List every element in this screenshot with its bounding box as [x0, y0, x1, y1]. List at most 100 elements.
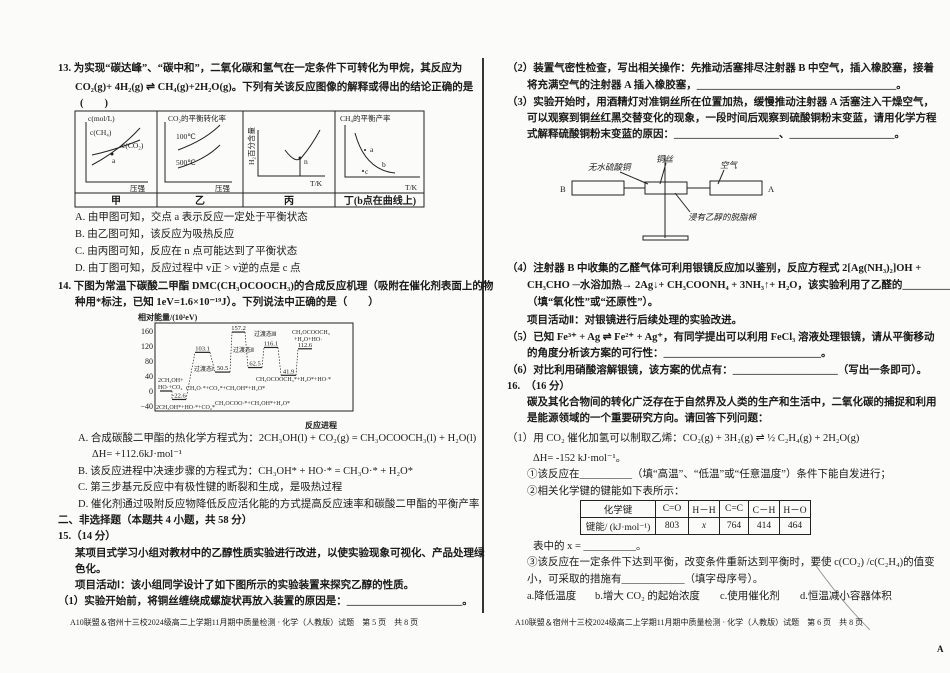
annotation: 过渡态Ⅱ: [233, 346, 254, 354]
label-copper-wire: 铜丝: [656, 154, 675, 164]
footer-page6: A10联盟＆宿州十三校2024级高二上学期11月期中质量检测 · 化学（人教版）…: [515, 618, 864, 627]
q13-option-a[interactable]: A. 由甲图可知，交点 a 表示反应一定处于平衡状态: [75, 212, 308, 223]
ding-curve: [354, 132, 396, 174]
jia-curve-label: c(CO₂): [122, 141, 144, 150]
q13-option-c[interactable]: C. 由丙图可知，反应在 n 点可能达到了平衡状态: [75, 246, 298, 257]
q16-option-b[interactable]: b.增大 CO₂ 的起始浓度: [595, 591, 700, 602]
yi-axes: [164, 122, 232, 183]
y-tick-label: 120: [141, 342, 153, 351]
yi-curve-label: 100℃: [176, 132, 196, 141]
q16-sub3: ③该反应在一定条件下达到平衡，改变条件重新达到平衡时，要使 c(CO₂) /c(…: [527, 557, 935, 568]
annotation: CH₃OCOO·*+CH₃OH*+H₂O*: [215, 401, 290, 407]
energy-level-label: 112.6: [298, 342, 313, 349]
energy-connector: [229, 332, 233, 373]
q15-part5: （5）已知 Fe³⁺ + Ag ⇌ Fe²⁺ + Ag⁺，有同学提出可以利用 F…: [507, 332, 935, 343]
q13-stem: CO₂(g)+ 4H₂(g) ⇌ CH₄(g)+2H₂O(g)。下列有关该反应图…: [75, 82, 474, 93]
energy-level-label: 50.5: [217, 365, 228, 372]
q15-part2: 将充满空气的注射器 A 插入橡胶塞，______________________…: [527, 80, 907, 91]
energy-level-label: 116.1: [264, 340, 278, 347]
ding-point-label: a: [370, 145, 374, 154]
energy-connector: [295, 348, 299, 376]
q16-option-c[interactable]: c.使用催化剂: [720, 591, 780, 602]
jia-curve-label: c(CH₄): [90, 128, 112, 137]
q14-stem: 14. 下图为常温下碳酸二甲酯 DMC(CH₃OCOOCH₃)的合成反应机理（吸…: [58, 281, 494, 292]
y-tick-label: 0: [149, 387, 153, 396]
jia-point-label: a: [112, 156, 116, 165]
footer-page5: A10联盟＆宿州十三校2024级高二上学期11月期中质量检测 · 化学（人教版）…: [70, 618, 419, 627]
energy-level-label: -22.6: [172, 392, 186, 399]
q15-activity1: 项目活动Ⅰ：该小组同学设计了如下图所示的实验装置来探究乙醇的性质。: [75, 580, 415, 591]
annotation: +H₂O+HO·: [294, 337, 322, 343]
q13-stem: 13. 为实现“碳达峰”、“碳中和”，二氧化碳和氢气在一定条件下可转化为甲烷，其…: [58, 63, 463, 74]
jia-ylabel: c(mol/L): [88, 114, 115, 123]
q16-option-d[interactable]: d.恒温减小容器体积: [800, 591, 892, 602]
label-a: A: [768, 184, 775, 194]
q15-part3: （3）实验开始时，用酒精灯对准铜丝所在位置加热，缓慢推动注射器 A 活塞注入干燥…: [507, 97, 935, 108]
q15-part2: （2）装置气密性检查，写出相关操作：先推动活塞排尽注射器 B 中空气，插入橡胶塞…: [507, 63, 935, 74]
ding-axes: [344, 125, 420, 178]
corner-mark: A: [937, 644, 944, 654]
q16-text: 是能源领域的一个重要研究方向。请回答下列问题：: [527, 413, 769, 424]
q16-part1: （1）用 CO₂ 催化加氢可以制取乙烯：CO₂(g) + 3H₂(g) ⇌ ½ …: [507, 433, 860, 444]
energy-connector: [277, 347, 282, 376]
energy-level-label: 41.9: [283, 368, 294, 375]
q14-stem: 种用*标注，已知 1eV=1.6×10⁻¹⁹J）。下列说法中正确的是（ ）: [75, 297, 379, 308]
ding-point-label: c: [365, 167, 369, 176]
syringe-b: [571, 180, 625, 196]
section-heading: 二、非选择题（本题共 4 小题，共 58 分）: [58, 515, 253, 526]
glass-tube: [644, 181, 688, 195]
yi-curve-500: [177, 144, 221, 169]
q13-option-b[interactable]: B. 由乙图可知，该反应为吸热反应: [75, 229, 235, 240]
energy-connector: [185, 352, 196, 400]
q15-part4: CH₃CHO ─水浴加热→ 2Ag↓+ CH₃COONH₄ + 3NH₃↑+ H…: [527, 280, 950, 291]
q14-option-d[interactable]: D. 催化剂通过吸附反应物降低反应活化能的方式提高反应速率和碳酸二甲酯的平衡产率: [78, 499, 480, 510]
annotation: 2CH₃OH+: [158, 378, 184, 384]
caption-ding: 丁(b点在曲线上): [344, 194, 416, 207]
q14-option-b[interactable]: B. 该反应进程中决速步骤的方程式为：CH₃OH* + HO·* = CH₃O·…: [78, 466, 413, 477]
energy-connector: [261, 347, 265, 368]
column-divider: [482, 58, 484, 613]
annotation: HO·+CO₂: [158, 385, 182, 391]
annotation: 2CH₃OH*+HO·*+CO₂*: [156, 405, 215, 411]
caption-yi: 乙: [195, 195, 205, 207]
q15-part3: 可以观察到铜丝红黑交替变化的现象，一段时间后观察到硫酸铜粉末变蓝，请用化学方程: [527, 113, 937, 124]
bond-energy-table: 化学键 C=O H－H C=C C－H H－O 键能/ (kJ·mol⁻¹) 8…: [580, 500, 811, 535]
table-header-row: 化学键 C=O H－H C=C C－H H－O: [580, 500, 811, 518]
stand-base: [642, 235, 689, 241]
q13-answer-blank: ( ): [80, 98, 108, 109]
q15-part4: （4）注射器 B 中收集的乙醛气体可利用银镜反应加以鉴别，反应方程式 2[Ag(…: [507, 263, 922, 274]
energy-level-label: 157.2: [231, 325, 246, 332]
q14-option-c[interactable]: C. 第三步基元反应中有极性键的断裂和生成，是吸热过程: [78, 482, 343, 493]
bing-axes: [257, 130, 325, 177]
q15-part6: （6）对比利用硝酸溶解银镜，该方案的优点有：__________________…: [507, 365, 927, 376]
syringe-a: [709, 180, 763, 196]
point-a: [110, 152, 114, 156]
q14-option-a-dh: ΔH= +112.6kJ·mol⁻¹: [92, 449, 182, 460]
q13-option-d[interactable]: D. 由丁图可知，反应过程中 v正 > v逆的点是 c 点: [75, 263, 301, 274]
label-air: 空气: [720, 160, 739, 170]
q15-text: 色化。: [75, 564, 107, 575]
q14-option-a[interactable]: A. 合成碳酸二甲酯的热化学方程式为：2CH₃OH(l) + CO₂(g) = …: [78, 433, 477, 444]
q16-option-a[interactable]: a.降低温度: [527, 591, 577, 602]
jia-axes: [85, 122, 148, 183]
energy-connector: [209, 352, 216, 373]
annotation: 过渡态Ⅲ: [254, 330, 276, 338]
ding-xlabel: T/K: [405, 183, 418, 192]
y-tick-label: −40: [140, 402, 153, 411]
jia-xlabel: 压强: [130, 184, 145, 193]
energy-xlabel: 反应进程: [305, 420, 337, 430]
yi-xlabel: 压强: [215, 184, 230, 193]
q16-text: 碳及其化合物间的转化广泛存在于自然界及人类的生产和生活中，二氧化碳的捕捉和利用: [527, 397, 937, 408]
q16-dh: ΔH= -152 kJ·mol⁻¹。: [533, 453, 627, 464]
q15-heading: 15.（14 分）: [58, 531, 116, 542]
label-cuso4: 无水硫酸铜: [588, 162, 632, 172]
caption-jia: 甲: [111, 195, 121, 207]
bing-xlabel: T/K: [310, 179, 323, 188]
q16-x-blank: 表中的 x = __________。: [533, 541, 647, 552]
energy-level-label: 62.5: [249, 361, 260, 368]
ding-point-label: b: [382, 160, 386, 169]
q13-graph-table: [74, 110, 425, 208]
energy-plot-frame: [154, 322, 354, 412]
